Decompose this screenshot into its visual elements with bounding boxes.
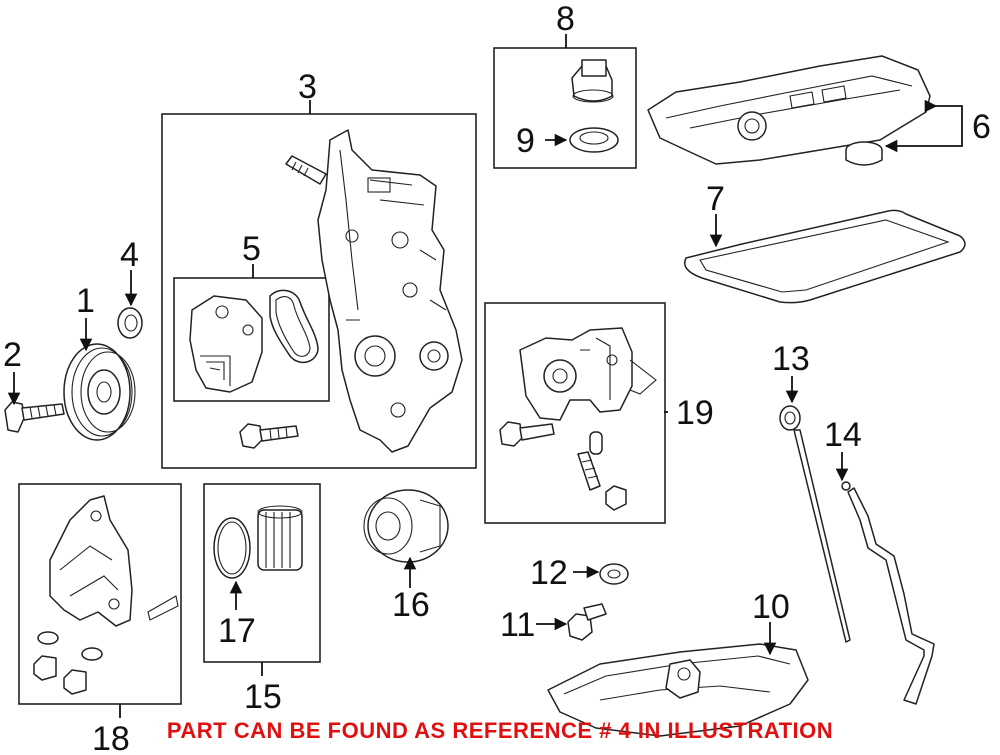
thermostat-plug-b[interactable] [63,669,87,695]
thermostat-housing-group-box [18,483,182,705]
callout-14: 14 [824,416,862,454]
callout-15: 15 [244,678,282,716]
oil-filter-o-ring[interactable] [213,517,251,579]
oil-pump-dowel[interactable] [589,431,603,455]
leader-lines [7,34,963,718]
callout-19: 19 [676,394,714,432]
crankshaft-seal[interactable] [117,307,143,339]
dipstick-tube[interactable] [841,481,935,705]
cover-bolt[interactable] [239,423,299,449]
oil-dipstick[interactable] [779,405,851,643]
oil-pump-plug[interactable] [605,485,627,511]
oil-pump-bolt[interactable] [499,421,555,447]
callout-10: 10 [752,588,790,626]
idler-pulley[interactable] [363,489,449,563]
thermostat-seal-b[interactable] [81,647,103,661]
valve-cover-grommet[interactable] [845,141,883,166]
cover-stud[interactable] [285,155,327,185]
thermostat-seal-a[interactable] [37,631,59,645]
oil-cap-group-box [493,47,637,169]
oil-pump[interactable] [519,327,657,421]
callout-12: 12 [530,554,568,592]
callout-4: 4 [120,236,139,274]
callout-8: 8 [556,0,575,38]
water-pump-gasket-group-box [173,277,330,402]
callout-7: 7 [706,180,725,218]
callout-13: 13 [772,340,810,378]
oil-drain-plug[interactable] [567,603,607,641]
callout-3: 3 [298,68,317,106]
drain-plug-washer[interactable] [599,563,629,585]
callout-5: 5 [242,230,261,268]
valve-cover[interactable] [647,55,931,165]
oil-filler-cap[interactable] [571,59,614,103]
callout-18: 18 [92,720,130,755]
timing-chain-cover[interactable] [317,129,463,453]
callout-17: 17 [218,612,256,650]
oil-pan[interactable] [547,643,809,737]
crankshaft-pulley[interactable] [63,343,136,441]
reference-notice: PART CAN BE FOUND AS REFERENCE # 4 IN IL… [166,718,834,743]
water-pump[interactable] [189,295,263,393]
callout-2: 2 [3,336,22,374]
callout-9: 9 [516,122,535,160]
timing-cover-group-box [161,113,477,469]
thermostat-plug-a[interactable] [33,655,57,681]
water-pump-gasket[interactable] [269,289,319,364]
oil-filter-element[interactable] [257,505,303,571]
oil-pump-stud[interactable] [577,451,601,491]
callout-6: 6 [972,108,991,146]
thermostat-housing[interactable] [49,495,179,627]
valve-cover-gasket[interactable] [684,209,966,304]
oil-pump-group-box [484,302,666,524]
callout-11: 11 [500,606,535,644]
callout-16: 16 [392,586,430,624]
pulley-bolt[interactable] [4,401,65,433]
callout-1: 1 [76,282,95,320]
oil-cap-gasket[interactable] [569,127,619,153]
